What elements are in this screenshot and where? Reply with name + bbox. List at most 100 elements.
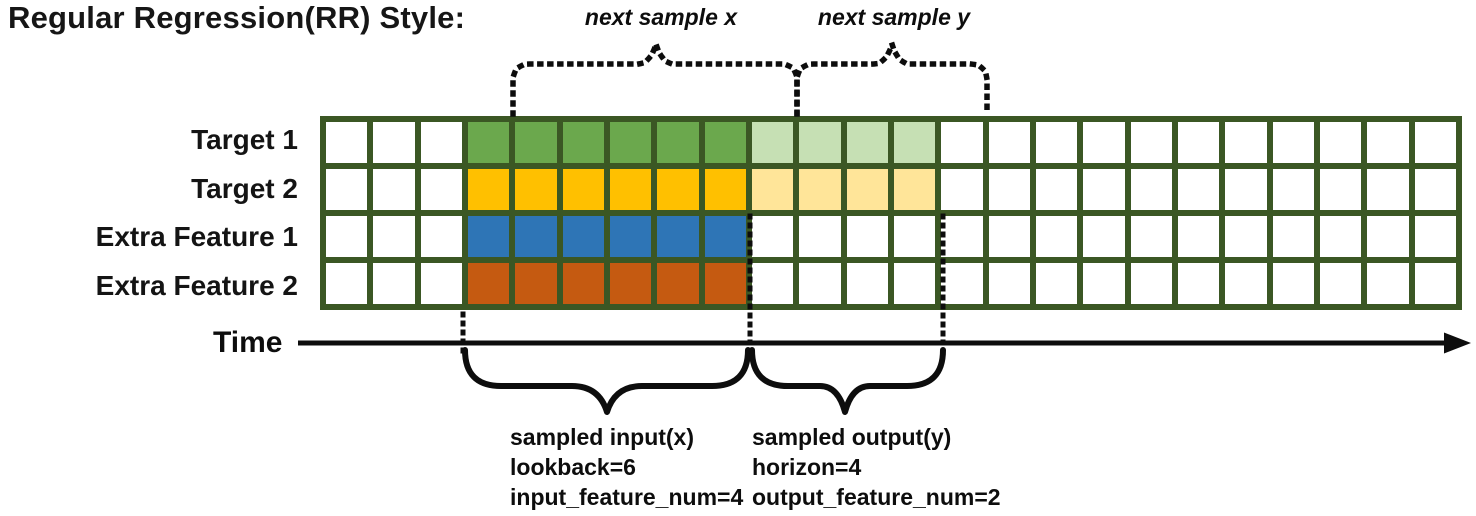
grid-cell: [1367, 122, 1409, 163]
grid-cell: [1319, 263, 1362, 304]
grid-cell: [941, 169, 983, 210]
grid-cell: [751, 216, 794, 257]
grid-cell: [1130, 169, 1172, 210]
grid-cell: [373, 122, 415, 163]
grid-cell: [326, 122, 368, 163]
grid-cell: [609, 169, 652, 210]
grid-cell: [1035, 216, 1078, 257]
grid-cell: [704, 169, 746, 210]
grid-cell: [467, 216, 510, 257]
next-sample-y-label: next sample y: [817, 4, 971, 30]
time-axis-label: Time: [213, 326, 283, 359]
grid-cell: [562, 263, 604, 304]
grid-cell: [562, 169, 604, 210]
grid-cell: [751, 169, 794, 210]
grid-cell: [420, 169, 462, 210]
grid-cell: [1177, 216, 1220, 257]
grid-cell: [515, 122, 557, 163]
grid-cell: [1367, 216, 1409, 257]
grid-cell: [799, 169, 841, 210]
grid-cell: [373, 169, 415, 210]
grid-cell: [1083, 216, 1125, 257]
grid-cell: [1035, 169, 1078, 210]
sampled-input-brace: [462, 347, 751, 415]
grid-cell: [467, 122, 510, 163]
grid-cell: [609, 263, 652, 304]
grid-cell: [1225, 263, 1267, 304]
grid-cell: [1225, 216, 1267, 257]
next-sample-y-brace: [794, 34, 990, 117]
grid-cell: [657, 216, 699, 257]
grid-cell: [988, 169, 1030, 210]
grid-cell: [1319, 169, 1362, 210]
grid-cell: [1083, 122, 1125, 163]
grid-cell: [704, 216, 746, 257]
grid-cell: [1414, 216, 1456, 257]
row-label-extra-feature-2: Extra Feature 2: [95, 269, 298, 301]
grid-cell: [846, 169, 888, 210]
next-sample-x-brace: [510, 34, 800, 117]
grid-cell: [1177, 169, 1220, 210]
grid-cell: [1130, 263, 1172, 304]
grid-cell: [515, 263, 557, 304]
grid-cell: [420, 122, 462, 163]
grid-cell: [1414, 122, 1456, 163]
grid-cell: [1177, 263, 1220, 304]
grid-cell: [657, 263, 699, 304]
grid-cell: [1130, 122, 1172, 163]
grid-cell: [420, 263, 462, 304]
diagram-title: Regular Regression(RR) Style:: [8, 0, 466, 35]
grid-cell: [1130, 216, 1172, 257]
next-sample-x-label: next sample x: [584, 4, 738, 30]
sampled-input-title: sampled input(x): [510, 424, 695, 450]
grid-cell: [799, 122, 841, 163]
grid-cell: [467, 263, 510, 304]
sampled-input-annotation: sampled input(x) lookback=6 input_featur…: [510, 422, 743, 512]
output-feature-num-value: output_feature_num=2: [752, 484, 1001, 510]
time-axis-arrowhead: [1444, 332, 1471, 354]
row-label-target-1: Target 1: [191, 124, 298, 156]
grid-cell: [515, 169, 557, 210]
grid-cell: [326, 216, 368, 257]
grid-cell: [893, 122, 936, 163]
grid-cell: [657, 122, 699, 163]
grid-cell: [1035, 122, 1078, 163]
grid-cell: [704, 122, 746, 163]
grid-cell: [467, 169, 510, 210]
grid-cell: [941, 122, 983, 163]
grid-cell: [941, 263, 983, 304]
grid-cell: [326, 263, 368, 304]
horizon-value: horizon=4: [752, 454, 862, 480]
grid-cell: [1083, 263, 1125, 304]
grid-cell: [1319, 216, 1362, 257]
grid-cell: [799, 263, 841, 304]
grid-cell: [988, 216, 1030, 257]
grid-cell: [1319, 122, 1362, 163]
input-feature-num-value: input_feature_num=4: [510, 484, 744, 510]
grid-cell: [373, 263, 415, 304]
grid-cell: [373, 216, 415, 257]
grid-cell: [988, 263, 1030, 304]
lookback-value: lookback=6: [510, 454, 636, 480]
grid-cell: [704, 263, 746, 304]
grid-cell: [609, 216, 652, 257]
grid-cell: [846, 216, 888, 257]
grid-cell: [1035, 263, 1078, 304]
sampled-output-title: sampled output(y): [752, 424, 952, 450]
grid-cell: [1367, 169, 1409, 210]
grid-cell: [1367, 263, 1409, 304]
grid-cell: [609, 122, 652, 163]
grid-cell: [1272, 216, 1314, 257]
grid-cell: [988, 122, 1030, 163]
grid-cell: [1414, 169, 1456, 210]
sampled-output-brace: [749, 347, 946, 415]
grid-cell: [893, 263, 936, 304]
sampled-output-annotation: sampled output(y) horizon=4 output_featu…: [752, 422, 1001, 512]
grid-cell: [1272, 169, 1314, 210]
grid-cell: [1225, 122, 1267, 163]
grid-cell: [657, 169, 699, 210]
grid-cell: [420, 216, 462, 257]
grid-cell: [1083, 169, 1125, 210]
grid-cell: [562, 122, 604, 163]
